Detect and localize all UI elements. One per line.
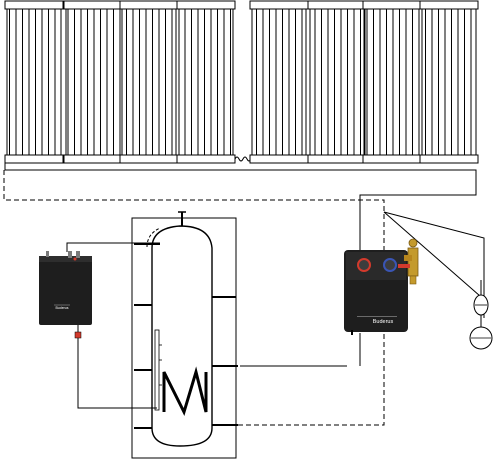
tank-enclosure [131, 217, 237, 459]
collector-array-right [249, 0, 479, 164]
storage-tank [131, 211, 238, 459]
controller-brand-label: Buderus [55, 306, 68, 310]
flexible-connector [234, 156, 252, 162]
return-pipe-lower [235, 334, 385, 426]
collector-panel [4, 0, 64, 164]
collector-panel [419, 0, 479, 164]
collector-panel [307, 0, 367, 164]
thermometer-gauge-left [357, 258, 371, 272]
safety-valve [398, 238, 419, 285]
pump-station: Buderus [344, 250, 408, 335]
supply-pipe [4, 162, 477, 252]
solar-controller: Buderus [39, 251, 92, 325]
collector-panel [362, 0, 422, 164]
controller-terminal [76, 251, 80, 258]
collector-panel [176, 0, 236, 164]
collector-panel [249, 0, 309, 164]
heat-exchanger-coil [162, 366, 208, 417]
expansion-vessel-feed [383, 211, 481, 297]
tank-body [151, 225, 213, 447]
controller-led [73, 257, 77, 261]
controller-terminal [68, 251, 72, 258]
controller-cable-bottom [76, 325, 157, 409]
expansion-vessel-line [383, 211, 485, 318]
collector-array-left [4, 0, 236, 164]
thermometer-gauge-right [383, 258, 397, 272]
expansion-vessel [469, 280, 493, 350]
return-pipe [3, 170, 385, 250]
controller-terminal [46, 251, 49, 257]
sensor-well [154, 329, 160, 411]
pump-station-brand-label: Buderus [373, 319, 394, 325]
collector-panel [63, 0, 123, 164]
collector-panel [119, 0, 179, 164]
controller-cable-top [66, 242, 160, 252]
